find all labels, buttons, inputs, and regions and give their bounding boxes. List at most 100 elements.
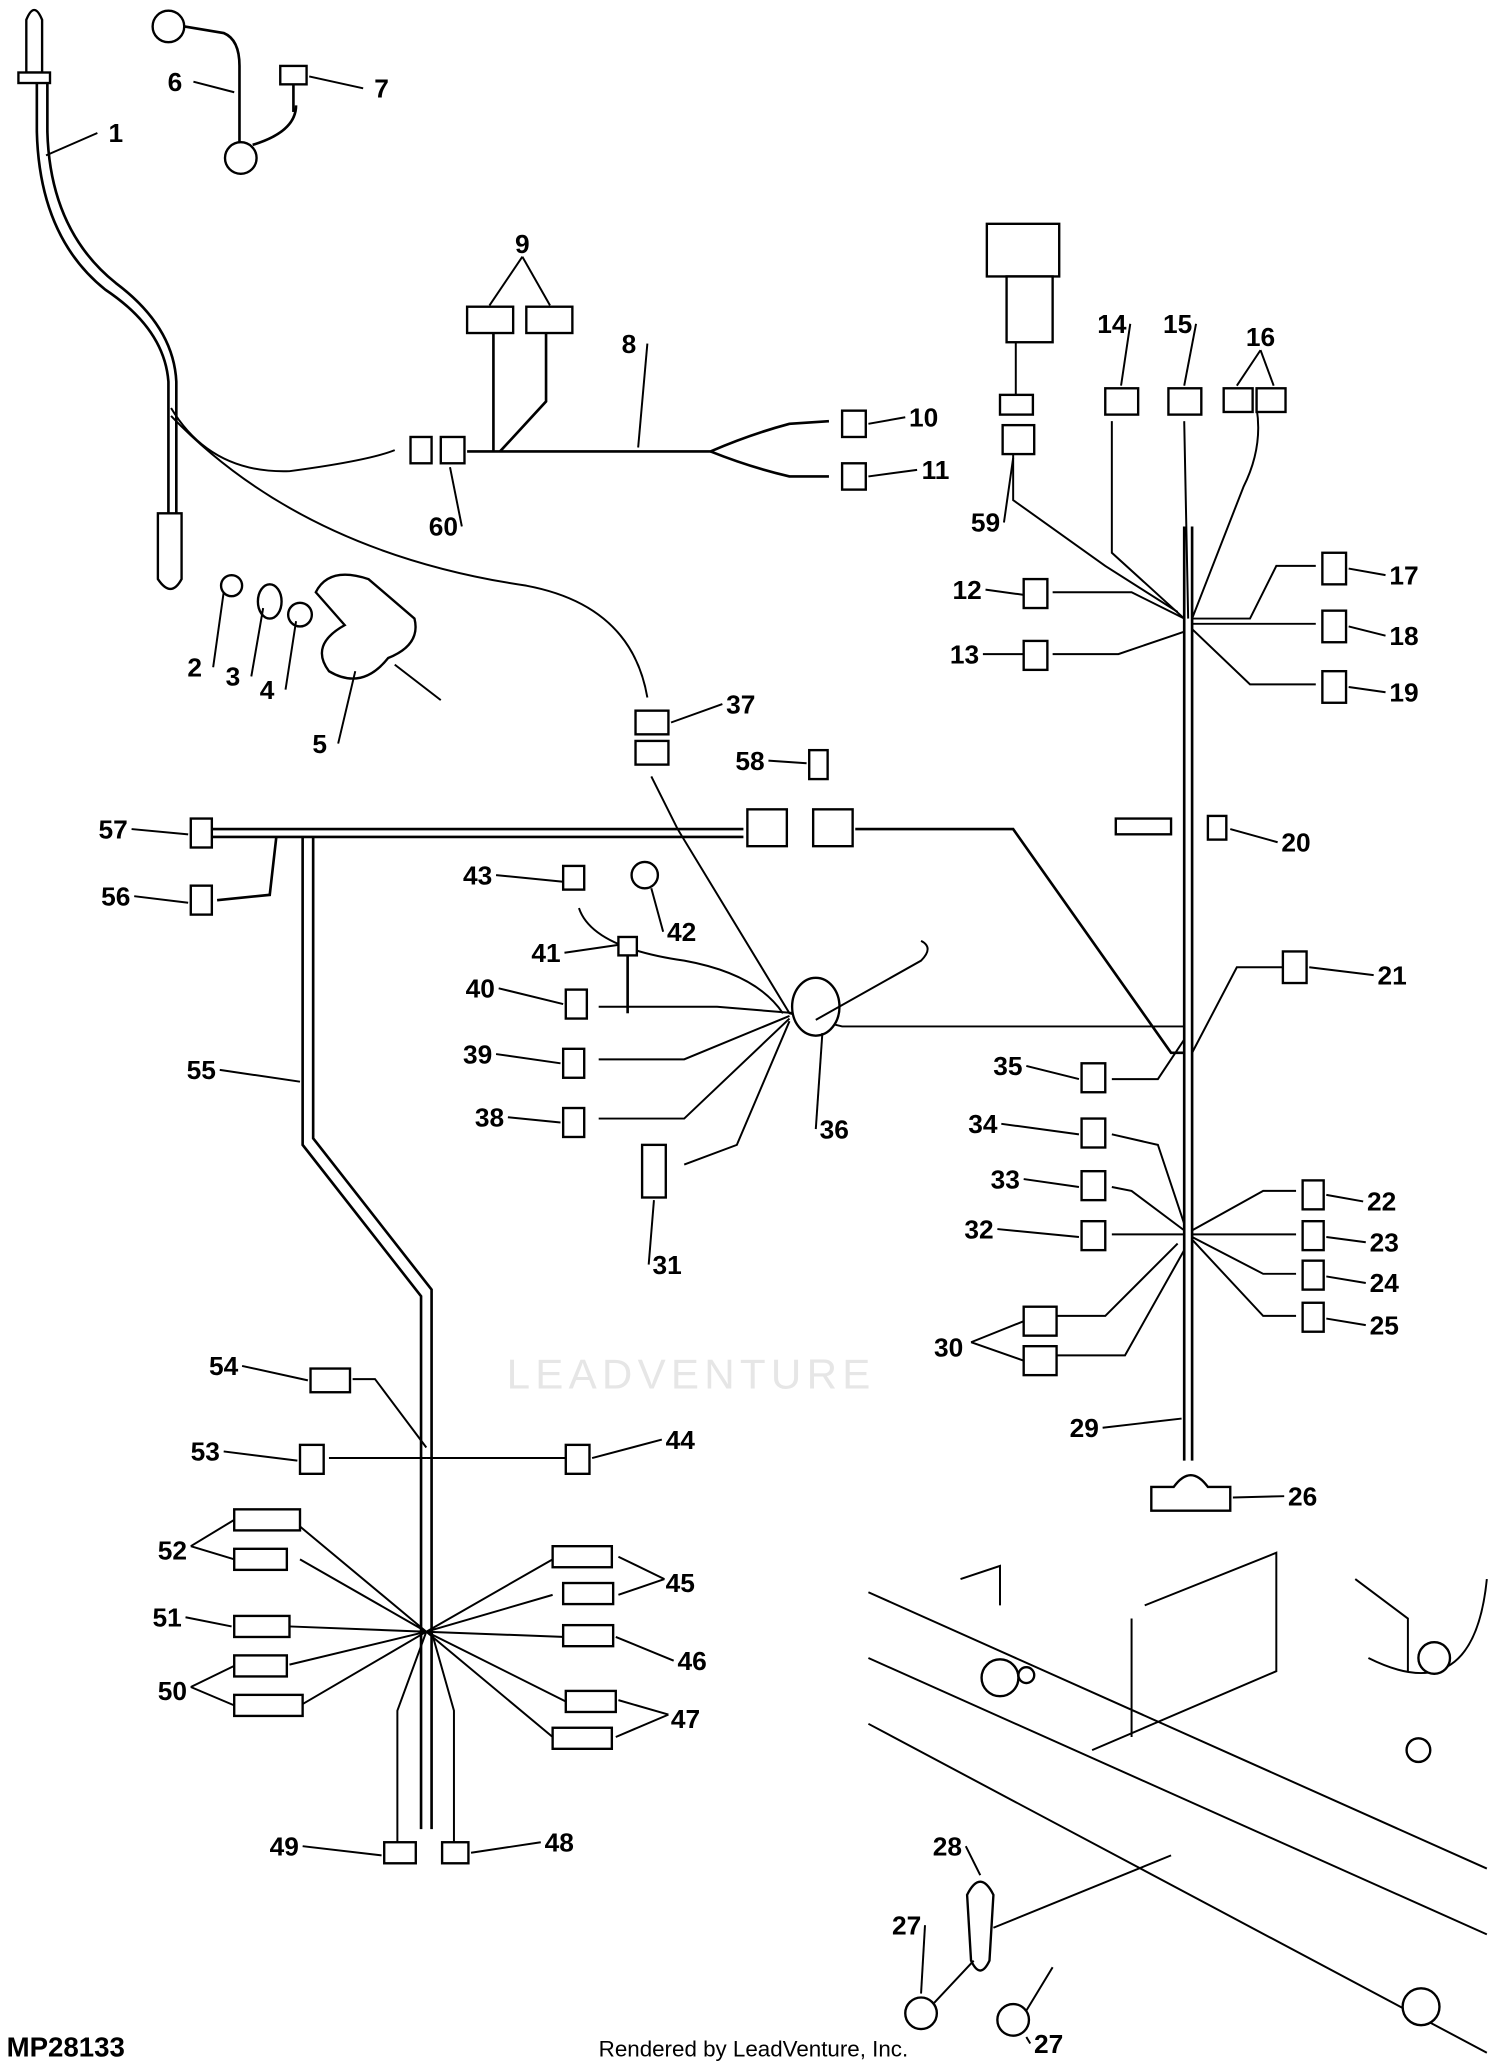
connector — [1281, 950, 1308, 985]
connector — [233, 1614, 291, 1639]
connector — [840, 409, 867, 439]
connector — [551, 1726, 614, 1751]
callout-55: 55 — [187, 1055, 216, 1085]
wiring-harness — [17, 8, 1488, 2054]
callout-19: 19 — [1389, 677, 1418, 707]
connector — [551, 1545, 614, 1569]
leader-line — [521, 256, 551, 306]
connector — [1255, 387, 1287, 414]
leader-line — [250, 607, 265, 677]
leader-line — [284, 621, 298, 690]
connector — [640, 1143, 667, 1199]
leader-line — [637, 343, 649, 448]
callout-51: 51 — [152, 1602, 181, 1632]
connector — [1321, 670, 1348, 704]
leader-line — [134, 895, 189, 904]
callout-48: 48 — [545, 1827, 574, 1857]
leader-line — [964, 1845, 982, 1876]
leader-line — [997, 1228, 1080, 1238]
connector — [1080, 1062, 1107, 1094]
callout-12: 12 — [952, 575, 981, 605]
leader-line — [470, 1841, 541, 1854]
connector — [561, 1047, 586, 1079]
leader-line — [564, 943, 619, 954]
leader-line — [650, 888, 665, 932]
callout-40: 40 — [466, 974, 495, 1004]
callout-54: 54 — [209, 1351, 239, 1381]
connector — [564, 1443, 591, 1476]
callout-39: 39 — [463, 1039, 492, 1069]
leader-line — [1023, 1178, 1080, 1188]
leader-line — [868, 468, 918, 478]
connector — [811, 808, 854, 848]
leader-line — [970, 1320, 1025, 1344]
leader-line — [1001, 1122, 1080, 1136]
leader-line — [1102, 1417, 1182, 1429]
connector — [1321, 609, 1348, 644]
connector — [564, 988, 589, 1020]
leader-line — [1025, 2036, 1032, 2045]
leader-line — [1232, 1495, 1285, 1499]
connector — [1301, 1301, 1325, 1333]
callout-47: 47 — [671, 1704, 700, 1734]
callout-1: 1 — [108, 118, 123, 148]
leader-line — [1348, 567, 1386, 577]
connector — [1301, 1179, 1325, 1211]
leader-line — [591, 1438, 663, 1459]
connector — [1301, 1259, 1325, 1291]
leader-line — [618, 1578, 665, 1596]
connector — [525, 305, 574, 335]
footer-credit: Rendered by LeadVenture, Inc. — [599, 2037, 909, 2062]
leader-line — [1309, 966, 1374, 977]
leader-line — [970, 1341, 1025, 1362]
callout-27: 27 — [892, 1910, 921, 1940]
callout-18: 18 — [1389, 621, 1418, 651]
callout-58: 58 — [735, 746, 764, 776]
leader-line — [618, 1699, 669, 1716]
callout-46: 46 — [677, 1646, 706, 1676]
connector — [561, 1106, 586, 1139]
leader-line — [495, 874, 564, 883]
connector — [634, 709, 670, 736]
callout-37: 37 — [726, 689, 755, 719]
connector — [808, 748, 829, 781]
callout-45: 45 — [666, 1568, 695, 1598]
connector — [564, 1689, 617, 1714]
connector — [189, 817, 214, 849]
callout-17: 17 — [1389, 560, 1418, 590]
callout-27: 27 — [1034, 2029, 1063, 2059]
leader-line — [241, 1364, 309, 1382]
leader-line — [302, 1845, 382, 1857]
connector — [840, 462, 867, 491]
leader-line — [1348, 625, 1386, 637]
callout-9: 9 — [515, 229, 530, 259]
callout-49: 49 — [270, 1831, 299, 1861]
leader-line — [1120, 323, 1132, 386]
leader-line — [868, 416, 906, 425]
callout-11: 11 — [922, 455, 950, 485]
leader-line — [190, 1519, 235, 1548]
leader-line — [615, 1713, 669, 1738]
callout-52: 52 — [158, 1535, 187, 1565]
callout-22: 22 — [1367, 1187, 1396, 1217]
callout-59: 59 — [971, 508, 1000, 538]
callout-30: 30 — [934, 1333, 963, 1363]
leader-line — [647, 1200, 655, 1265]
callout-35: 35 — [993, 1051, 1022, 1081]
connector — [233, 1508, 302, 1532]
leader-line — [615, 1636, 675, 1662]
leader-line — [488, 256, 524, 306]
connector — [439, 435, 466, 465]
connector — [1022, 639, 1049, 672]
callout-5: 5 — [312, 729, 327, 759]
callout-57: 57 — [99, 814, 128, 844]
connector — [1321, 551, 1348, 586]
connector — [465, 305, 515, 335]
connector — [561, 1623, 615, 1648]
connector — [1222, 387, 1254, 414]
leader-line — [1026, 1064, 1080, 1081]
leader-line — [190, 1686, 235, 1707]
leader-line — [498, 987, 564, 1006]
connector — [1301, 1220, 1325, 1252]
leader-line — [190, 1665, 235, 1688]
